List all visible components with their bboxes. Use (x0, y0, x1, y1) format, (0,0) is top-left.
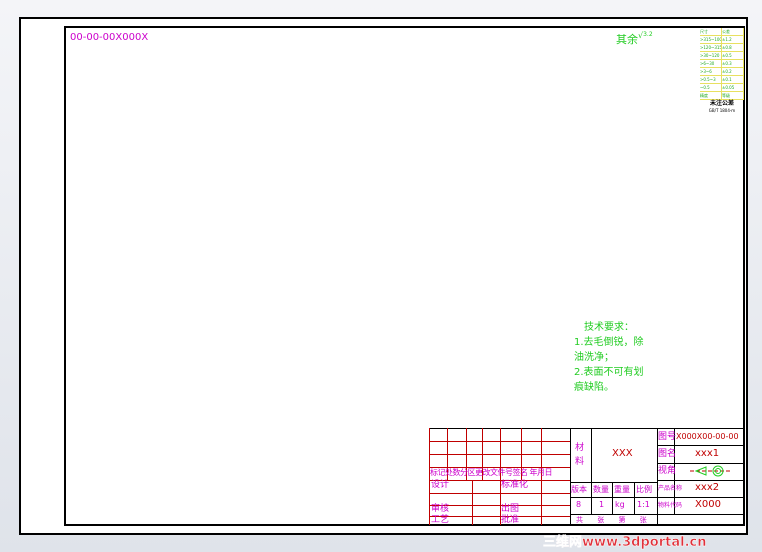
drawing-no-label: 图号 (658, 432, 677, 442)
weight-header: 重量 (614, 485, 630, 494)
tolerance-standard: GB/T 1804-m (708, 108, 736, 113)
scale-header: 比例 (636, 485, 652, 494)
drawing-no-value: X000X00-00-00 (676, 432, 739, 441)
roughness-label: 其余 (616, 33, 638, 46)
name-value: xxx1 (695, 448, 720, 459)
scale-value: 1:1 (637, 500, 650, 509)
design-label: 设计 (431, 480, 450, 490)
material-code-value: X000 (695, 499, 721, 510)
quantity-value: 1 (599, 500, 605, 509)
process-label: 工艺 (431, 515, 450, 525)
material-label: 材料 (575, 443, 585, 467)
standardize-label: 标准化 (501, 480, 529, 490)
technical-requirements: 技术要求： 1.去毛倒锐，除 油洗净； 2.表面不可有划 痕缺陷。 (574, 322, 644, 393)
material-value: XXX (612, 448, 633, 459)
quantity-header: 数量 (593, 485, 609, 494)
tolerance-title: 未注公差 (709, 100, 734, 107)
name-label: 图名 (658, 449, 677, 459)
version-header: 版本 (571, 485, 587, 494)
weight-value: kg (615, 500, 625, 509)
surface-roughness: 其余√3.2 (616, 31, 653, 46)
product-value: xxx2 (695, 482, 720, 493)
material-code-label: 物料代码 (658, 502, 683, 509)
change-header: 标记处数分区更改文件号签名 年月日 (430, 468, 553, 477)
drawing-code: 00-00-00X000X (70, 32, 149, 43)
view-label: 视角 (658, 466, 677, 476)
review-label: 审核 (431, 504, 450, 514)
watermark: 三维网www.3dportal.cn (543, 535, 707, 551)
approve-label: 批准 (501, 515, 520, 525)
roughness-value: 3.2 (643, 31, 653, 38)
print-label: 出图 (501, 504, 520, 514)
drawing-frame (64, 26, 745, 526)
sheet-count: 共 张 第 张 (576, 516, 647, 524)
projection-symbol-icon (690, 465, 730, 477)
drawing-sheet (19, 17, 748, 535)
version-value: 8 (576, 500, 582, 509)
product-label: 产品名称 (658, 485, 683, 492)
